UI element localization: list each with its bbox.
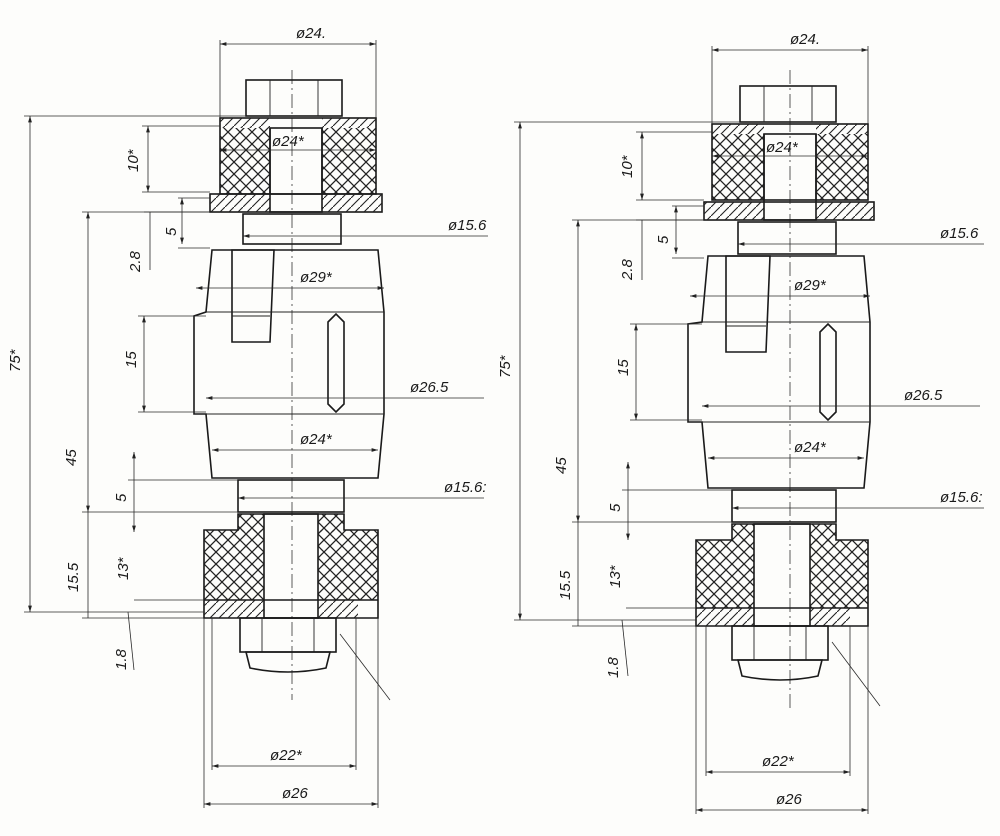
bottom-insulator-section [203, 513, 379, 619]
dim-bottom-neck-diameter: ø15.6: [940, 489, 983, 506]
dim-bottom-neck-diameter: ø15.6: [444, 479, 487, 496]
bottom-neck [731, 489, 837, 523]
top-neck [242, 213, 342, 245]
dim-bottom-gap: 5 [113, 493, 130, 502]
dim-top-diameter: ø24. [296, 25, 326, 42]
dim-washer-thickness: 1.8 [605, 656, 622, 678]
dim-nut-height: 10* [619, 154, 636, 178]
dim-top-gap: 5 [163, 227, 180, 236]
dim-lower-length: 15.5 [557, 570, 574, 600]
dim-insulator-height: 13* [607, 564, 624, 588]
dim-top-diameter: ø24. [790, 31, 820, 48]
dim-body-height: 15 [123, 351, 140, 368]
dim-body-top-diameter: ø29* [300, 269, 333, 286]
top-insulator-section [703, 123, 875, 221]
top-cap-nut [245, 79, 343, 117]
main-body [193, 249, 385, 479]
dim-body-mid-diameter: ø26.5 [410, 379, 449, 396]
dim-bottom-gap: 5 [607, 503, 624, 512]
bottom-neck [237, 479, 345, 513]
dim-shoulder: 2.8 [619, 258, 636, 281]
dim-top-gap: 5 [655, 235, 672, 244]
dim-overall-height: 75* [7, 348, 24, 372]
top-cap-nut [739, 85, 837, 123]
dim-washer-thickness: 1.8 [113, 648, 130, 670]
dimensions-right [514, 46, 984, 814]
main-body [687, 255, 871, 489]
bottom-insulator-section [695, 523, 869, 627]
dim-shoulder: 2.8 [127, 250, 144, 273]
top-neck [737, 221, 837, 255]
fitting-view-left: ø24. ø24* 10* 5 2.8 ø15.6 ø29* 15 ø26.5 … [7, 25, 488, 808]
fitting-view-right: ø24. ø24* 10* 5 2.8 ø15.6 ø29* 15 ø26.5 … [497, 31, 984, 814]
dim-nut-height: 10* [125, 148, 142, 172]
dim-nut-diameter: ø24* [766, 139, 799, 156]
dim-base-diameter: ø26 [282, 785, 309, 802]
dimensions-left [24, 40, 488, 808]
dim-lower-length: 15.5 [65, 562, 82, 592]
dim-body-height: 15 [615, 359, 632, 376]
bottom-nut [239, 617, 337, 673]
dim-top-neck-diameter: ø15.6 [940, 225, 979, 242]
dim-body-bottom-diameter: ø24* [300, 431, 333, 448]
dim-top-neck-diameter: ø15.6 [448, 217, 487, 234]
dim-insulator-height: 13* [115, 556, 132, 580]
dim-nut-bottom-diameter: ø22* [270, 747, 303, 764]
dim-body-top-diameter: ø29* [794, 277, 827, 294]
dim-body-length: 45 [553, 457, 570, 474]
dim-body-bottom-diameter: ø24* [794, 439, 827, 456]
bottom-nut [731, 625, 829, 681]
dim-body-mid-diameter: ø26.5 [904, 387, 943, 404]
dim-nut-diameter: ø24* [272, 133, 305, 150]
dim-overall-height: 75* [497, 354, 514, 378]
dim-body-length: 45 [63, 449, 80, 466]
top-insulator-section [209, 117, 383, 213]
dim-nut-bottom-diameter: ø22* [762, 753, 795, 770]
dim-base-diameter: ø26 [776, 791, 803, 808]
